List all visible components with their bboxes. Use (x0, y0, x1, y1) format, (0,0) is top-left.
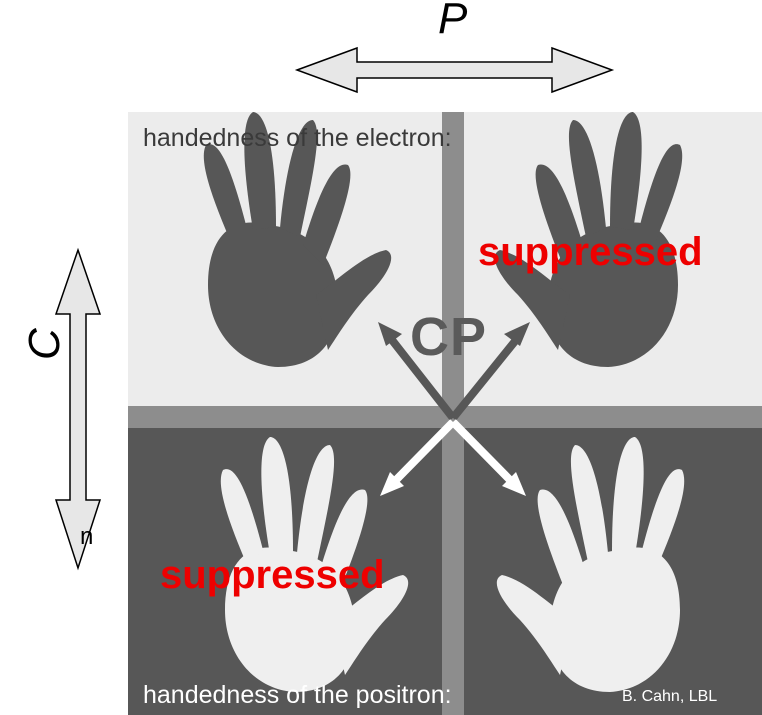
cp-arrows-upper (378, 322, 530, 421)
credit-text: B. Cahn, LBL (622, 688, 718, 705)
cp-label: CP (410, 307, 488, 367)
electron-caption: handedness of the electron: (143, 124, 452, 152)
c-label: C (20, 328, 69, 360)
positron-caption: handedness of the positron: (143, 681, 452, 709)
p-double-arrow (294, 46, 615, 94)
suppressed-label-top-right: suppressed (478, 230, 703, 274)
cp-arrows-lower (380, 419, 526, 496)
c-double-arrow (54, 247, 102, 571)
suppressed-label-bottom-left: suppressed (160, 553, 385, 597)
p-label: P (438, 0, 468, 43)
cut-off-text: n (80, 523, 94, 550)
